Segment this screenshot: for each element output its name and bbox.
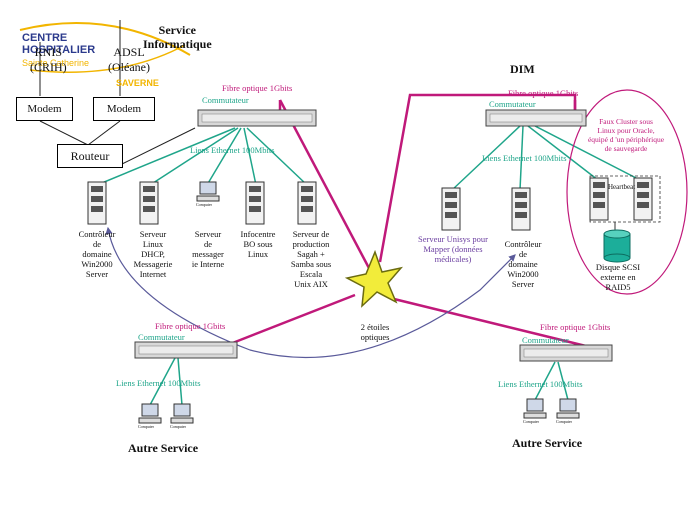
routeur-box: Routeur [57,144,123,168]
server-icon [139,181,159,225]
commutateur-label-bl: Commutateur [138,332,185,342]
switch-left [197,109,317,127]
fibre-label-left: Fibre optique 1Gbits [222,83,293,93]
logo-line4: SAVERNE [116,78,159,88]
switch-bottom-left [134,341,238,359]
modem-rnis: Modem [16,97,73,121]
logo-line1: CENTRE [22,32,68,44]
fibre-label-br: Fibre optique 1Gbits [540,322,611,332]
cluster-note: Faux Cluster sous Linux pour Oracle, équ… [587,117,665,153]
fibre-label-bl: Fibre optique 1Gbits [155,321,226,331]
computer-label: Computer [556,419,572,424]
disk-icon [603,229,631,263]
logo-swoosh [19,22,191,56]
curved-arrow-link [105,226,516,359]
autre-service-left: Autre Service [128,441,199,455]
server-label-linux-dhcp: Serveur Linux DHCP, Messagerie Internet [133,229,173,279]
server-label-controleur-dim: Contrôleur de domaine Win2000 Server [504,239,542,289]
workstation-icon [523,398,547,419]
ethernet-label-left: Liens Ethernet 100Mbits [190,145,275,155]
switch-bottom-right [519,344,613,362]
commutateur-label-left: Commutateur [202,95,249,105]
ethernet-label-right: Liens Ethernet 100Mbits [482,153,567,163]
server-label-messagerie: Serveur de messager ie Interne [191,229,225,269]
modem-adsl: Modem [93,97,155,121]
server-icon [87,181,107,225]
server-label-infocentre: Infocentre BO sous Linux [240,229,276,259]
commutateur-label-right: Commutateur [489,99,536,109]
computer-label: Computer [170,424,186,429]
server-icon [441,187,461,231]
computer-label: Computer [196,202,212,207]
optical-star-icon [344,249,404,308]
disk-label: Disque SCSI externe en RAID5 [595,262,641,292]
fibre-label-right: Fibre optique 1Gbits [508,88,579,98]
ethernet-label-br: Liens Ethernet 100Mbits [498,379,583,389]
ethernet-label-bl: Liens Ethernet 100Mbits [116,378,201,388]
workstation-icon [556,398,580,419]
server-icon [297,181,317,225]
star-label: 2 étoiles optiques [360,322,390,342]
server-label-production: Serveur de production Sagah + Samba sous… [290,229,332,289]
logo-line2: HOSPITALIER [22,44,96,56]
workstation-icon [196,181,220,202]
server-label-unisys: Serveur Unisys pour Mapper (données médi… [418,234,488,264]
computer-label: Computer [138,424,154,429]
adsl-label: ADSL (Oléane) [108,45,150,74]
workstation-icon [138,403,162,424]
rnis-label: RNIS (CRIH) [30,45,67,74]
dim-title: DIM [510,62,535,76]
server-label-controleur: Contrôleur de domaine Win2000 Server [78,229,116,279]
cluster-ellipse [566,89,688,295]
service-informatique-title: Service Informatique [143,23,212,51]
heartbeat-box [589,175,661,223]
logo-text: CENTRE HOSPITALIER [22,32,95,56]
switch-right [485,109,587,127]
server-icon [589,177,609,221]
autre-service-right: Autre Service [512,436,583,450]
logo-swoosh-2 [29,44,186,73]
wan-links [39,20,196,166]
ethernet-links [96,125,641,406]
computer-label: Computer [523,419,539,424]
logo-line3: Sainte Catherine [22,58,90,68]
workstation-icon [170,403,194,424]
heartbeat-label: Heartbeat [608,183,636,191]
server-icon [633,177,653,221]
server-icon [245,181,265,225]
commutateur-label-br: Commutateur [522,335,569,345]
server-icon [511,187,531,231]
